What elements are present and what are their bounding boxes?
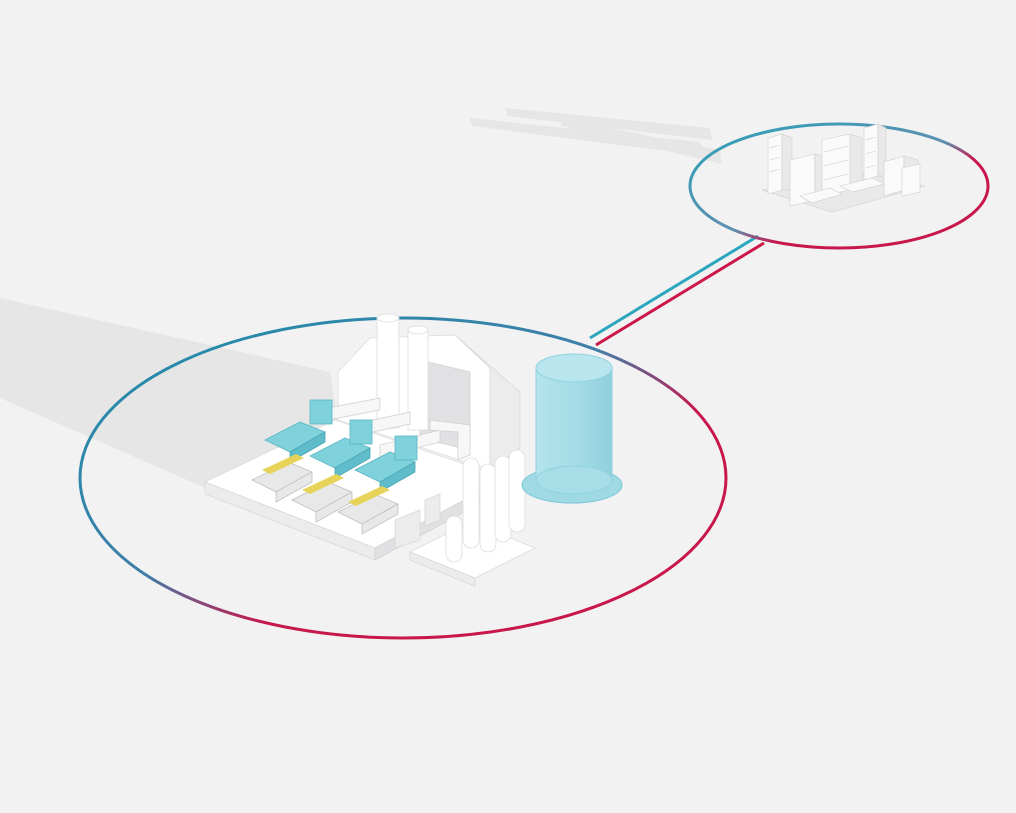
city-shadow-2 <box>505 108 712 140</box>
city-ring <box>688 122 990 250</box>
link-crimson-line <box>595 241 765 347</box>
city-shadow-1 <box>470 118 705 156</box>
storage-tank-icon <box>521 353 623 504</box>
link-teal-line <box>589 234 759 340</box>
exhaust-stacks <box>376 313 429 431</box>
ground-shadows <box>0 108 722 490</box>
plant-ring <box>78 316 728 640</box>
engine-set-1 <box>251 399 333 503</box>
gas-cylinders <box>445 449 526 563</box>
connection-link <box>589 234 765 347</box>
plant-shadow <box>0 298 345 490</box>
engine-set-3 <box>337 435 418 535</box>
city-icon <box>761 123 926 213</box>
engine-set-2 <box>291 419 373 523</box>
city-shadow-3 <box>560 118 722 164</box>
power-plant-icon <box>203 313 623 587</box>
